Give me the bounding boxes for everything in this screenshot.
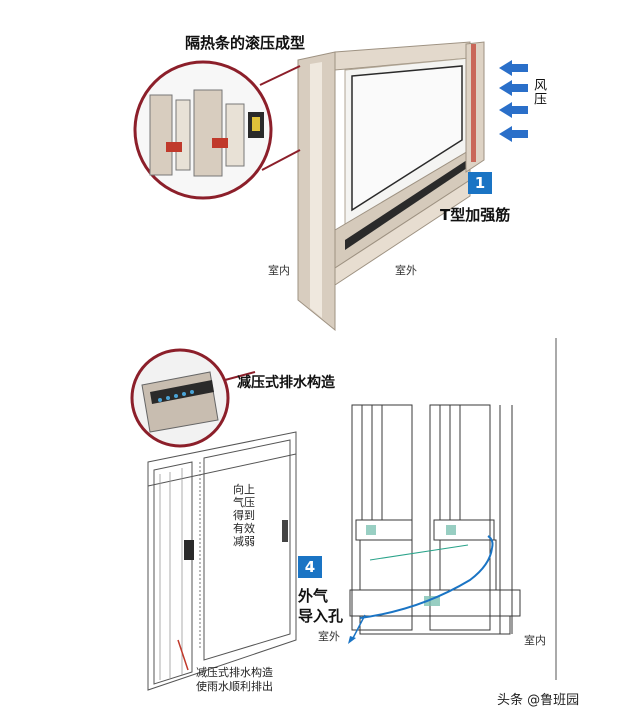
air-inlet-line-1: 外气 — [298, 587, 329, 605]
drain-note: 减压式排水构造 使雨水顺利排出 — [196, 666, 273, 694]
indoor-label-bottom: 室内 — [524, 634, 546, 647]
air-inlet-line-2: 导入孔 — [298, 607, 344, 625]
vertical-note: 向上 气压 得到 有效 减弱 — [233, 483, 255, 548]
t-rib-label: T型加强筋 — [440, 206, 511, 224]
top-title: 隔热条的滚压成型 — [185, 34, 306, 52]
vertical-note-line-4: 有效 — [233, 522, 255, 535]
vertical-note-line-1: 向上 — [233, 483, 255, 496]
outdoor-label-bottom: 室外 — [318, 630, 340, 643]
indoor-label-top: 室内 — [268, 264, 290, 277]
drain-note-line-2: 使雨水顺利排出 — [196, 680, 273, 693]
wind-pressure-label: 风压 — [531, 78, 546, 106]
bottom-title: 减压式排水构造 — [237, 375, 335, 391]
outdoor-label-top: 室外 — [395, 264, 417, 277]
badge-4: 4 — [298, 556, 322, 578]
vertical-note-line-3: 得到 — [233, 509, 255, 522]
air-inlet-label: 外气 导入孔 — [298, 586, 343, 626]
drain-note-line-1: 减压式排水构造 — [196, 666, 273, 679]
badge-1: 1 — [468, 172, 492, 194]
vertical-note-line-5: 减弱 — [233, 535, 255, 548]
watermark: 头条 @鲁班园 — [497, 693, 580, 708]
vertical-note-line-2: 气压 — [233, 496, 255, 509]
